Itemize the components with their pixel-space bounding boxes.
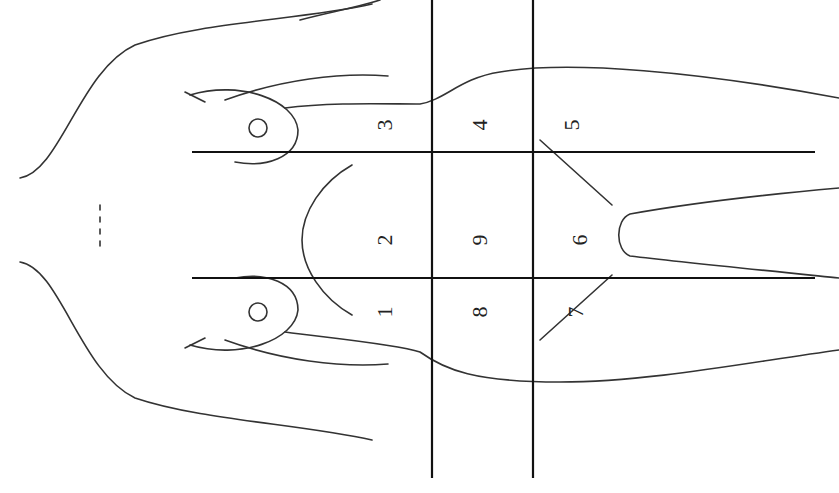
grid-line	[532, 0, 534, 478]
sternal-notch	[99, 205, 101, 248]
breast-outline	[190, 276, 298, 350]
nipple	[249, 303, 267, 321]
shoulder-line	[20, 262, 372, 440]
callout-number: 2	[374, 235, 396, 246]
grid-line	[192, 151, 815, 153]
arm-line	[225, 340, 388, 365]
costal-arch	[302, 165, 352, 315]
grid-line	[192, 277, 815, 279]
callout-number: 4	[469, 120, 491, 131]
nipple	[249, 119, 267, 137]
arm-line	[300, 0, 380, 20]
torso-outline	[285, 332, 839, 382]
inguinal-line	[540, 140, 612, 205]
axilla-line	[185, 338, 205, 348]
inguinal-line	[540, 275, 612, 340]
callout-number: 1	[374, 307, 396, 318]
callout-number: 6	[569, 235, 591, 246]
axilla-line	[185, 92, 205, 102]
callout-number: 3	[374, 120, 396, 131]
arm-line	[225, 75, 388, 100]
callout-number: 8	[469, 307, 491, 318]
callout-number: 7	[565, 307, 587, 318]
callout-number: 9	[469, 235, 491, 246]
grid-line	[431, 0, 433, 478]
torso-outline	[285, 67, 839, 108]
callout-number: 5	[561, 120, 583, 131]
leg-line	[619, 188, 839, 278]
